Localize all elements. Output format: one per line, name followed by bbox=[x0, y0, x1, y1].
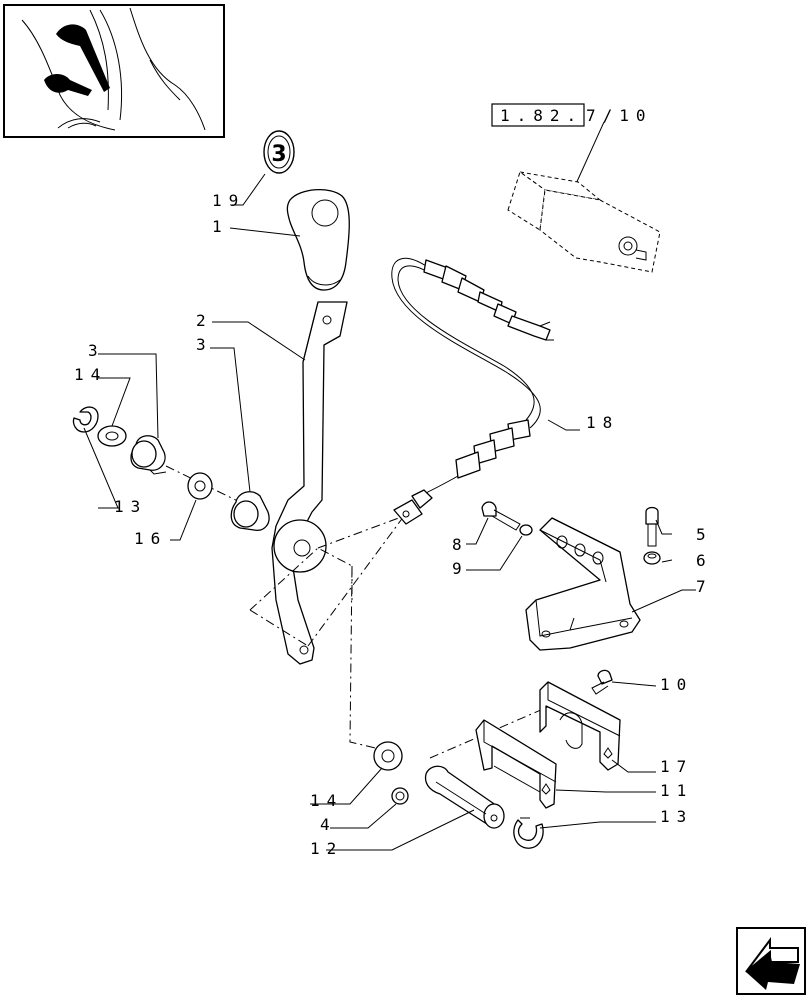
small-screw[interactable] bbox=[591, 669, 613, 695]
control-cable[interactable] bbox=[391, 257, 554, 525]
washer-left[interactable] bbox=[519, 524, 533, 536]
left-bushing-bottom[interactable] bbox=[230, 491, 270, 531]
label-19: 19 bbox=[212, 191, 245, 210]
reference-boxed-text: 1.82. bbox=[500, 106, 583, 125]
label-3-outer: 3 bbox=[88, 341, 105, 360]
label-4: 4 bbox=[320, 815, 337, 834]
label-8: 8 bbox=[452, 535, 469, 554]
label-11: 11 bbox=[660, 781, 693, 800]
mounting-bracket[interactable] bbox=[525, 517, 641, 651]
washer-upper-right[interactable] bbox=[643, 551, 661, 565]
next-page-arrow-icon[interactable] bbox=[736, 927, 806, 995]
label-12: 12 bbox=[310, 839, 343, 858]
pivot-pin[interactable] bbox=[424, 765, 505, 829]
left-clip[interactable] bbox=[72, 406, 99, 433]
gear-lever[interactable] bbox=[271, 301, 348, 665]
left-washer-bottom[interactable] bbox=[187, 472, 213, 500]
callout-badge: 3 bbox=[263, 130, 295, 174]
left-washer-top[interactable] bbox=[97, 425, 127, 447]
lower-clamp[interactable] bbox=[475, 719, 557, 809]
reference-code[interactable]: 1.82. 7/10 bbox=[491, 103, 653, 127]
small-bushing[interactable] bbox=[391, 787, 409, 805]
label-2: 2 bbox=[196, 311, 213, 330]
callout-badge-number: 3 bbox=[271, 142, 286, 167]
label-14-bottom: 14 bbox=[310, 791, 343, 810]
upper-clamp[interactable] bbox=[539, 681, 621, 771]
label-1: 1 bbox=[212, 217, 229, 236]
label-5: 5 bbox=[696, 525, 713, 544]
reference-switch-drawing bbox=[507, 171, 661, 273]
label-10: 10 bbox=[660, 675, 693, 694]
label-3-inner: 3 bbox=[196, 335, 213, 354]
bolt-left[interactable] bbox=[481, 501, 521, 531]
lower-washer[interactable] bbox=[373, 741, 403, 771]
left-bushing-top[interactable] bbox=[130, 435, 167, 475]
label-17: 17 bbox=[660, 757, 693, 776]
bolt-upper-right[interactable] bbox=[645, 506, 659, 547]
reference-suffix-text: 7/10 bbox=[586, 106, 653, 125]
label-13-right: 13 bbox=[660, 807, 693, 826]
label-7: 7 bbox=[696, 577, 713, 596]
label-14-top: 14 bbox=[74, 365, 107, 384]
label-6: 6 bbox=[696, 551, 713, 570]
label-13-left: 13 bbox=[114, 497, 147, 516]
lever-knob[interactable] bbox=[286, 189, 350, 291]
lower-clip[interactable] bbox=[513, 817, 544, 849]
label-16: 16 bbox=[134, 529, 167, 548]
label-18: 18 bbox=[586, 413, 619, 432]
label-9: 9 bbox=[452, 559, 469, 578]
thumbnail-inset[interactable] bbox=[3, 4, 225, 138]
